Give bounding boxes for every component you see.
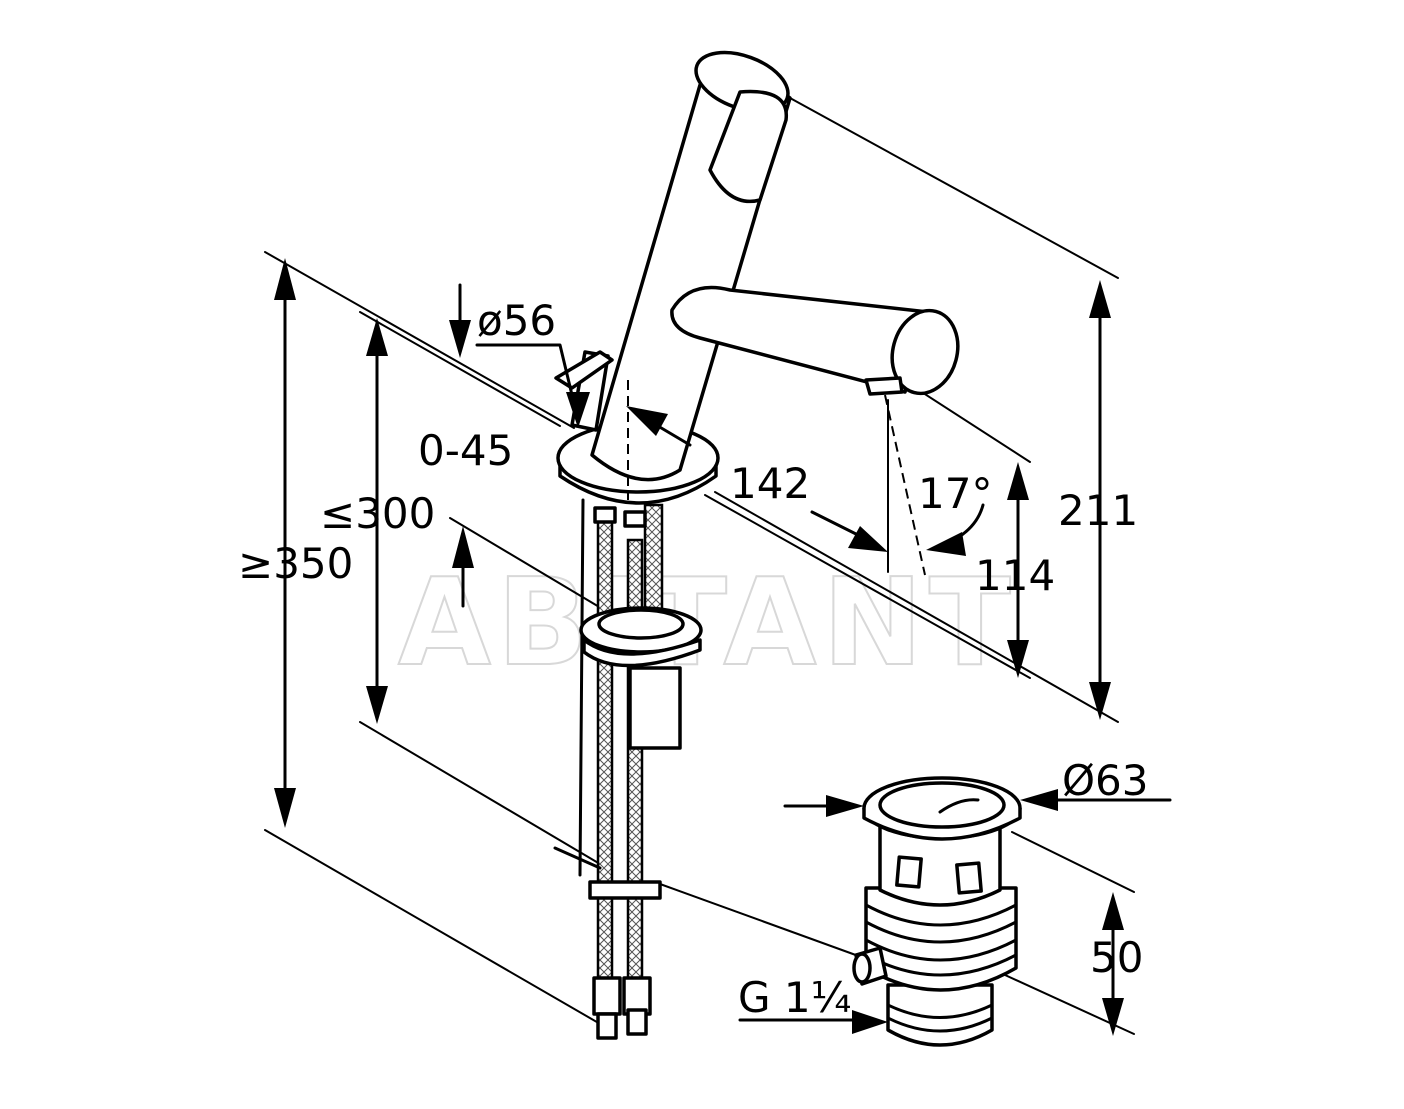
waste-fitting <box>852 776 1022 1047</box>
mounting-bracket <box>579 606 703 750</box>
label-d56: ø56 <box>477 296 556 345</box>
faucet <box>554 50 960 576</box>
label-ge350: ≥350 <box>238 539 353 588</box>
label-thread: G 1¼ <box>738 973 851 1022</box>
dimension-lines <box>264 97 1135 1035</box>
label-d50: 50 <box>1090 933 1143 982</box>
label-d63: Ø63 <box>1062 756 1149 805</box>
watermark-text: ABITANT <box>398 554 1017 693</box>
label-le300: ≤300 <box>320 489 435 538</box>
label-angle17: 17° <box>918 469 992 518</box>
label-range045: 0-45 <box>418 426 513 475</box>
dimension-arrows <box>274 258 1172 1036</box>
dimension-labels: ø56 0-45 ≤300 ≥350 142 17° 114 211 Ø63 5… <box>238 296 1149 1022</box>
label-d142: 142 <box>730 459 810 508</box>
label-d211: 211 <box>1058 486 1138 535</box>
label-d114: 114 <box>975 551 1055 600</box>
